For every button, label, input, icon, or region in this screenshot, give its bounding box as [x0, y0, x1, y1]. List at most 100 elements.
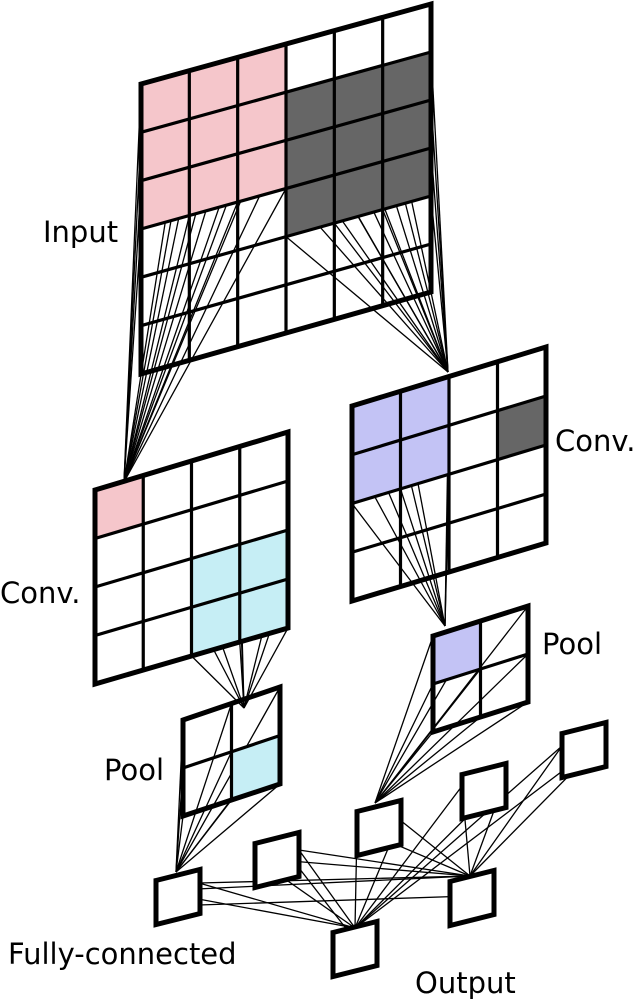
grid-cell-lavender — [400, 376, 449, 441]
grid-cell-pink — [141, 118, 190, 181]
grid-cell-pink — [189, 105, 238, 168]
hidden-node — [459, 760, 509, 822]
grid-line — [351, 394, 547, 457]
label-conv-right: Conv. — [555, 424, 636, 458]
connection-line — [333, 222, 449, 373]
grid-line — [140, 242, 432, 328]
connection-line — [198, 895, 471, 906]
label-pool-right: Pool — [542, 627, 602, 661]
grid-line — [140, 194, 432, 279]
grid-cell-lavender — [400, 425, 449, 489]
connection-line — [154, 875, 471, 892]
grid-line — [140, 98, 432, 183]
grid-cell-gray — [382, 148, 431, 210]
connection-line — [374, 716, 481, 804]
layer-grids — [92, 0, 549, 820]
conv-right-grid — [349, 343, 549, 605]
connection-line — [430, 195, 449, 373]
grid-border — [430, 602, 531, 736]
connection-line — [374, 605, 529, 804]
connection-line — [175, 815, 184, 873]
grid-line — [351, 492, 547, 554]
grid-cell-gray — [334, 161, 383, 224]
label-fully-connected: Fully-connected — [8, 937, 237, 971]
connection-line — [198, 875, 471, 884]
grid-line — [140, 146, 432, 231]
conv-left-grid — [92, 428, 291, 688]
grid-cell-gray — [286, 126, 335, 189]
grid-cell-pink — [237, 44, 286, 106]
grid-line — [94, 528, 289, 589]
connection-line — [374, 701, 529, 804]
connection-line — [285, 236, 449, 373]
fully-connected-node — [354, 797, 404, 859]
connection-line — [382, 209, 449, 373]
grid-cell-gray — [497, 396, 546, 460]
connection-line — [374, 683, 434, 804]
grid-cell-gray — [334, 65, 383, 127]
grid-line — [182, 733, 281, 770]
grid-cell-pink — [237, 92, 286, 154]
connection-line — [430, 147, 449, 373]
fully-connected-node — [153, 866, 203, 928]
grid-cell-pink — [237, 140, 286, 202]
grid-cell-light_blue — [239, 530, 288, 594]
connection-line — [191, 655, 245, 709]
grid-border — [349, 343, 549, 605]
grid-cell-pink — [141, 70, 190, 133]
fully-connected-node — [252, 829, 302, 891]
label-output: Output — [415, 966, 516, 1000]
grid-cell-pink — [189, 153, 238, 216]
grid-border — [138, 0, 434, 378]
label-pool-left: Pool — [104, 753, 164, 787]
hidden-node — [559, 719, 609, 781]
connection-line — [469, 745, 563, 877]
connection-line — [298, 849, 471, 877]
grid-cell-gray — [382, 52, 431, 114]
connection-line — [374, 635, 434, 804]
grid-cell-lavender — [352, 440, 401, 504]
grid-border — [92, 428, 291, 688]
connection-line — [175, 703, 233, 873]
grid-cell-light_blue — [191, 544, 240, 608]
connection-line — [354, 785, 463, 929]
pool-right-grid — [430, 602, 531, 736]
connection-line — [123, 188, 287, 483]
grid-cell-gray — [286, 78, 335, 141]
connection-line — [298, 849, 356, 929]
connection-line — [351, 503, 446, 627]
connection-line — [354, 745, 563, 929]
connection-line — [175, 686, 281, 873]
output-node — [330, 918, 380, 980]
connection-line — [123, 228, 142, 483]
output-node — [447, 867, 497, 929]
grid-line — [140, 50, 432, 134]
grid-line — [94, 479, 289, 541]
neuron-nodes — [153, 719, 609, 980]
grid-cell-light_blue — [239, 579, 288, 642]
connection-line — [175, 783, 281, 873]
label-conv-left: Conv. — [0, 576, 81, 610]
input-grid — [138, 0, 434, 378]
grid-cell-pink — [189, 57, 238, 119]
connection-line — [175, 751, 233, 873]
connection-line — [198, 882, 356, 929]
grid-cell-light_blue — [231, 735, 280, 800]
grid-cell-gray — [382, 100, 431, 162]
pool-left-grid — [180, 683, 283, 820]
grid-line — [432, 652, 529, 686]
grid-cell-pink — [141, 167, 190, 229]
grid-cell-pink — [95, 475, 144, 539]
grid-border — [180, 683, 283, 820]
grid-cell-light_blue — [191, 593, 240, 656]
connection-line — [123, 215, 190, 483]
connection-line — [399, 488, 446, 627]
label-input: Input — [43, 215, 118, 249]
grid-line — [351, 443, 547, 506]
grid-line — [94, 577, 289, 638]
grid-cell-gray — [286, 175, 335, 237]
grid-cell-lavender — [433, 621, 481, 684]
grid-cell-gray — [334, 113, 383, 175]
grid-cell-lavender — [352, 391, 401, 455]
